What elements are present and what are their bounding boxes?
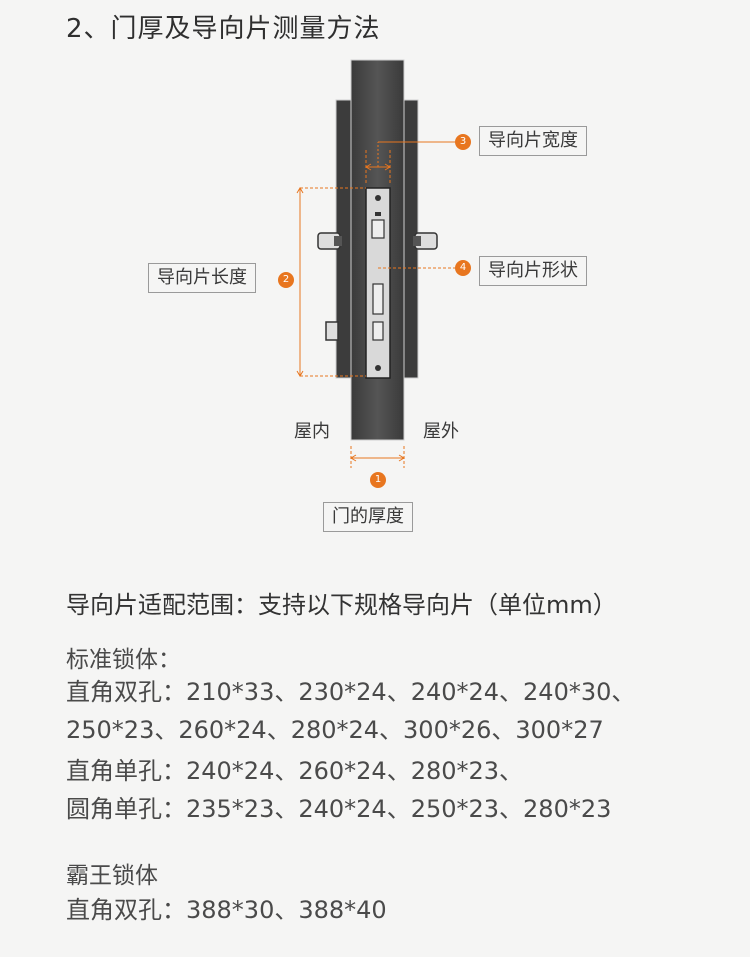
standard-line-2: 250*23、260*24、280*24、300*26、300*27 bbox=[66, 716, 604, 744]
standard-line-4: 圆角单孔：235*23、240*24、250*23、280*23 bbox=[66, 795, 612, 823]
label-outdoor: 屋外 bbox=[423, 421, 459, 442]
section-title: 2、门厚及导向片测量方法 bbox=[66, 14, 381, 44]
label-door-thickness: 门的厚度 bbox=[323, 502, 413, 532]
guide-width-dimension bbox=[365, 141, 455, 184]
badge-1: 1 bbox=[370, 472, 386, 488]
label-indoor: 屋内 bbox=[294, 421, 330, 442]
outdoor-handle bbox=[413, 232, 438, 250]
indoor-thumbturn bbox=[325, 321, 339, 341]
label-guide-width: 导向片宽度 bbox=[479, 126, 587, 156]
standard-lock-title: 标准锁体： bbox=[66, 647, 181, 673]
label-guide-shape: 导向片形状 bbox=[479, 256, 587, 286]
indoor-handle bbox=[317, 232, 342, 250]
badge-4: 4 bbox=[455, 260, 471, 276]
badge-3: 3 bbox=[455, 134, 471, 150]
bawang-lock-title: 霸王锁体 bbox=[66, 863, 158, 889]
label-guide-length: 导向片长度 bbox=[148, 263, 256, 293]
guide-length-dimension bbox=[296, 187, 366, 377]
standard-line-3: 直角单孔：240*24、260*24、280*23、 bbox=[66, 757, 524, 785]
bawang-line-1: 直角双孔：388*30、388*40 bbox=[66, 896, 387, 924]
badge-2: 2 bbox=[278, 272, 294, 288]
guide-plate bbox=[365, 187, 391, 379]
spec-heading: 导向片适配范围：支持以下规格导向片（单位mm） bbox=[66, 591, 617, 619]
door-thickness-dimension bbox=[350, 446, 405, 468]
standard-line-1: 直角双孔：210*33、230*24、240*24、240*30、 bbox=[66, 678, 636, 706]
door-diagram bbox=[296, 59, 455, 468]
